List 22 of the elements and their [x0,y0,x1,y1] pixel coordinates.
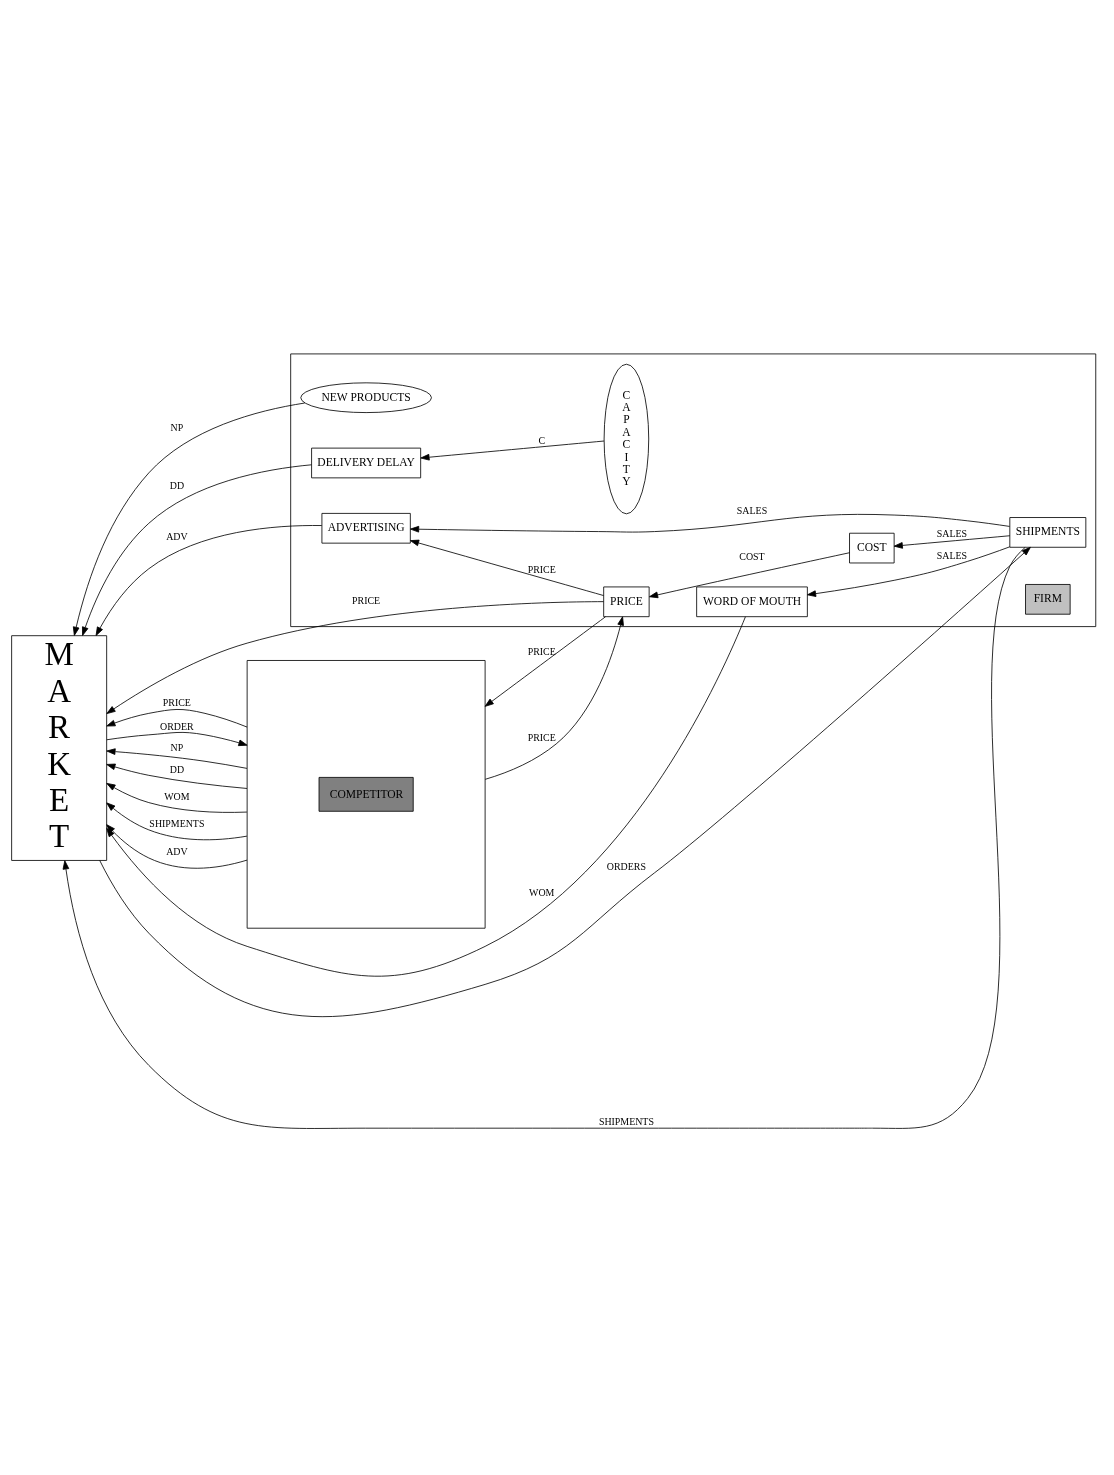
edge-label: NP [170,741,184,753]
edge-label: NP [170,421,184,433]
edge-label: SALES [936,549,968,561]
edge-label: C [538,434,546,446]
edge-label: PRICE [527,731,556,743]
edge-label: WOM [529,886,555,898]
edge-label: PRICE [352,594,381,606]
edge-label: COST [739,550,765,562]
edge-label: PRICE [527,563,556,575]
edge-label: SALES [936,527,968,539]
edge-label: PRICE [162,696,191,708]
edge-label: SHIPMENTS [598,1115,654,1127]
edge-label: SALES [736,504,768,516]
edge-label: PRICE [527,645,556,657]
edge-label: DD [169,763,185,775]
edge-label: WOM [164,790,190,802]
edge-label: ADV [166,530,188,542]
edge-label: ORDER [160,720,194,732]
edge-label: DD [169,479,185,491]
edge-label: SHIPMENTS [149,817,205,829]
edge-label: ADV [166,845,188,857]
edge-label: ORDERS [606,860,646,872]
